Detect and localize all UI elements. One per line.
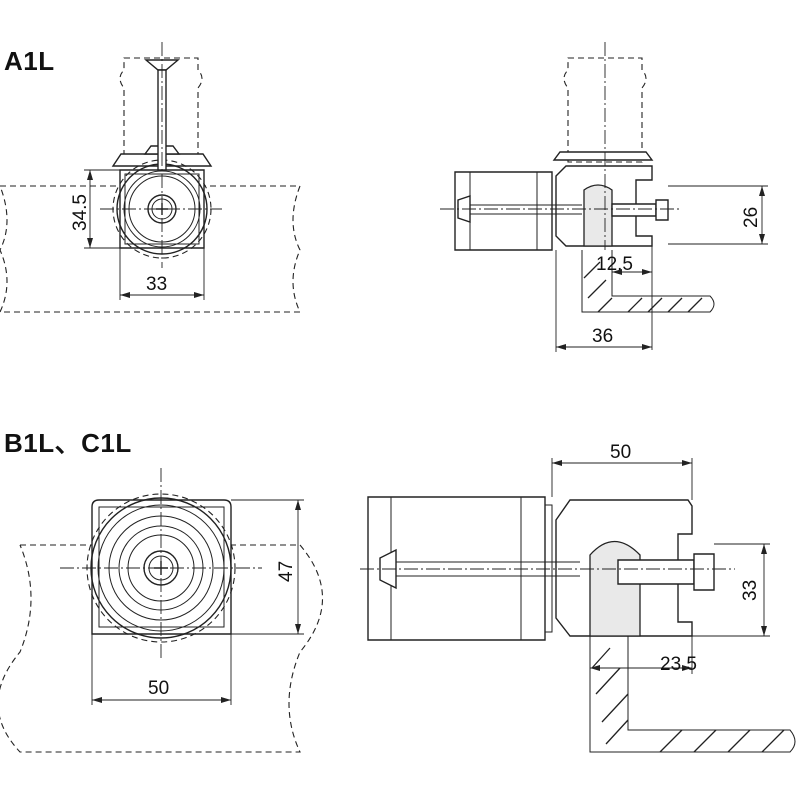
a1l-front-dimensions: 34.5 33 [70, 169, 205, 300]
a1l-side-dimensions: 26 12.5 36 [555, 185, 768, 352]
a1l-front-view: 34.5 33 [0, 42, 301, 313]
b1l-side-width-label: 50 [610, 442, 631, 463]
a1l-side-insulator-top [563, 57, 647, 163]
b1l-front-view: 47 50 [0, 468, 324, 753]
a1l-side-plate [581, 250, 715, 313]
a1l-side-gap-label: 12.5 [596, 254, 633, 275]
a1l-front-mounting-plate [0, 185, 301, 313]
a1l-front-screw [100, 42, 222, 268]
a1l-side-screws [440, 42, 680, 250]
section-title-a1l: A1L [4, 46, 55, 76]
b1l-front-clamp-disc [60, 468, 262, 660]
a1l-front-width-label: 33 [146, 274, 167, 295]
b1l-side-screws [360, 548, 735, 591]
b1l-front-height-label: 47 [276, 561, 297, 582]
b1l-side-view: 50 33 23.5 [360, 442, 796, 753]
b1l-front-mounting-plate [0, 544, 324, 753]
section-title-b1l-c1l: B1L、C1L [4, 428, 132, 458]
b1l-side-height-label: 33 [740, 580, 761, 601]
a1l-side-depth-label: 36 [592, 326, 613, 347]
b1l-front-width-label: 50 [148, 678, 169, 699]
a1l-side-insulator-left [454, 171, 553, 251]
b1l-side-dimensions: 50 33 23.5 [551, 442, 770, 675]
a1l-side-height-label: 26 [741, 207, 762, 228]
a1l-front-height-label: 34.5 [70, 194, 91, 231]
b1l-side-gap-label: 23.5 [660, 654, 697, 675]
b1l-front-dimensions: 47 50 [91, 499, 304, 705]
a1l-side-bracket [552, 151, 654, 247]
a1l-side-view: 26 12.5 36 [440, 42, 768, 352]
b1l-side-plate [589, 636, 796, 753]
